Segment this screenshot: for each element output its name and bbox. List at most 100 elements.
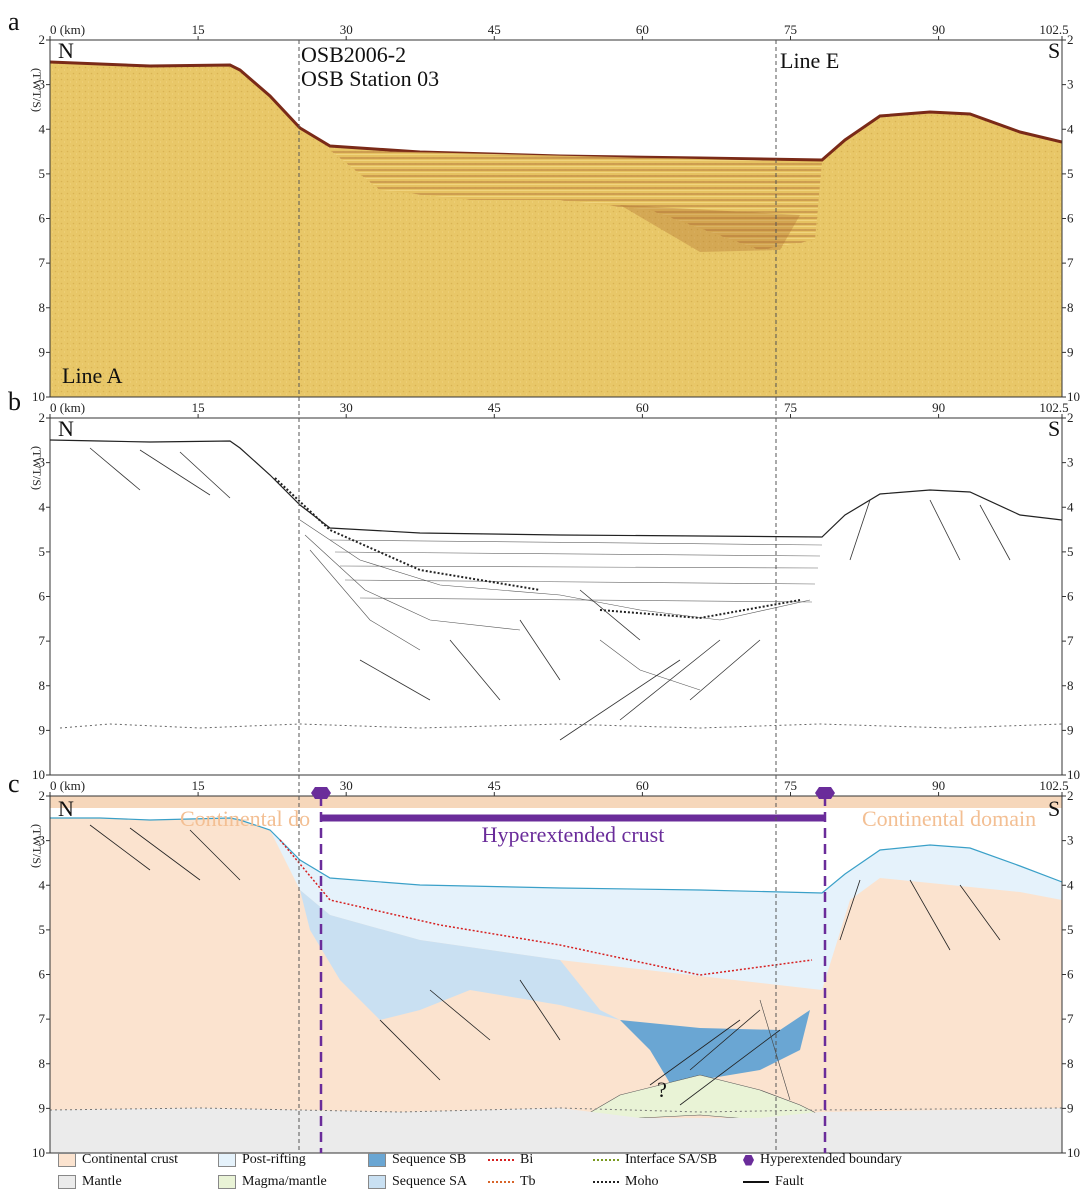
- panel-a-letter: a: [8, 7, 20, 36]
- y-tick-label: 8: [1067, 1056, 1074, 1071]
- y-tick-label: 3: [1067, 77, 1074, 92]
- x-tick-label: 45: [488, 22, 501, 37]
- x-tick-label: 0 (km): [50, 22, 85, 37]
- y-tick-label: 5: [39, 166, 46, 181]
- legend-swatch: [218, 1175, 236, 1189]
- legend-label: Sequence SB: [392, 1152, 467, 1167]
- legend-label: Continental crust: [82, 1152, 179, 1167]
- continental-domain-left: Continental do: [180, 806, 310, 831]
- panel-a: a Line A OSB2006-2 OSB Station 03 Line E: [8, 7, 1063, 398]
- y-axis-unit: (TWT/S): [30, 446, 44, 490]
- x-tick-label: 75: [784, 22, 797, 37]
- x-tick-label: 75: [784, 400, 797, 415]
- x-tick-label: 60: [636, 22, 649, 37]
- site-label-line1: OSB2006-2: [301, 42, 406, 67]
- panel-c: c: [8, 769, 1063, 1154]
- legend-item: Moho: [593, 1174, 658, 1190]
- legend-label: Post-rifting: [242, 1152, 306, 1167]
- x-tick-label: 102.5: [1039, 400, 1068, 415]
- panel-a-north: N: [58, 38, 74, 63]
- y-axis-unit: (TWT/S): [30, 824, 44, 868]
- legend-swatch: [593, 1181, 619, 1183]
- x-tick-label: 90: [932, 22, 945, 37]
- continental-domain-right: Continental domain: [862, 806, 1036, 831]
- y-tick-label: 3: [1067, 455, 1074, 470]
- y-tick-label: 2: [1067, 788, 1074, 803]
- legend-swatch: [593, 1159, 619, 1161]
- y-tick-label: 7: [39, 255, 46, 270]
- legend-item: Post-rifting: [218, 1152, 306, 1168]
- x-tick-label: 102.5: [1039, 22, 1068, 37]
- legend-label: Mantle: [82, 1174, 122, 1189]
- panel-b-north: N: [58, 416, 74, 441]
- legend-item: Hyperextended boundary: [743, 1152, 902, 1168]
- x-tick-label: 30: [340, 400, 353, 415]
- legend-item: Sequence SB: [368, 1152, 466, 1168]
- legend-label: Interface SA/SB: [625, 1152, 718, 1167]
- panel-c-north: N: [58, 796, 74, 821]
- y-tick-label: 5: [1067, 544, 1074, 559]
- y-tick-label: 7: [1067, 633, 1074, 648]
- y-tick-label: 3: [39, 455, 46, 470]
- x-tick-label: 75: [784, 778, 797, 793]
- x-tick-label: 0 (km): [50, 778, 85, 793]
- y-tick-label: 2: [39, 32, 46, 47]
- y-tick-label: 9: [1067, 722, 1074, 737]
- hexagon-icon: [743, 1154, 754, 1166]
- y-tick-label: 9: [1067, 344, 1074, 359]
- legend-item: Fault: [743, 1174, 804, 1190]
- legend-label: Moho: [625, 1174, 659, 1189]
- y-tick-label: 10: [1067, 389, 1080, 404]
- y-tick-label: 6: [39, 967, 46, 982]
- legend-swatch: [58, 1153, 76, 1167]
- x-tick-label: 90: [932, 778, 945, 793]
- y-tick-label: 4: [39, 499, 46, 514]
- panel-b-letter: b: [8, 387, 21, 416]
- hyperextended-boundary-right-icon: [815, 787, 835, 799]
- y-tick-label: 2: [1067, 410, 1074, 425]
- x-tick-label: 102.5: [1039, 778, 1068, 793]
- x-tick-label: 60: [636, 400, 649, 415]
- x-tick-label: 30: [340, 778, 353, 793]
- y-tick-label: 7: [1067, 255, 1074, 270]
- site-label-line2: OSB Station 03: [301, 66, 439, 91]
- hyperextended-crust-label: Hyperextended crust: [482, 822, 665, 847]
- y-tick-label: 3: [39, 833, 46, 848]
- legend-label: Tb: [520, 1174, 536, 1189]
- y-tick-label: 9: [1067, 1100, 1074, 1115]
- x-tick-label: 15: [192, 400, 205, 415]
- legend-item: Tb: [488, 1174, 536, 1190]
- x-tick-label: 0 (km): [50, 400, 85, 415]
- panel-a-south: S: [1048, 38, 1060, 63]
- y-tick-label: 8: [39, 300, 46, 315]
- legend-label: Fault: [775, 1174, 804, 1189]
- y-tick-label: 8: [39, 678, 46, 693]
- y-tick-label: 6: [1067, 211, 1074, 226]
- x-tick-label: 60: [636, 778, 649, 793]
- y-tick-label: 10: [1067, 767, 1080, 782]
- y-tick-label: 9: [39, 722, 46, 737]
- y-tick-label: 5: [39, 922, 46, 937]
- legend-label: Hyperextended boundary: [760, 1152, 902, 1167]
- y-tick-label: 4: [1067, 499, 1074, 514]
- x-tick-label: 30: [340, 22, 353, 37]
- y-tick-label: 4: [39, 877, 46, 892]
- y-tick-label: 10: [32, 767, 45, 782]
- x-tick-label: 15: [192, 22, 205, 37]
- y-tick-label: 2: [39, 788, 46, 803]
- y-tick-label: 8: [1067, 678, 1074, 693]
- y-tick-label: 3: [1067, 833, 1074, 848]
- y-tick-label: 8: [1067, 300, 1074, 315]
- x-tick-label: 15: [192, 778, 205, 793]
- y-tick-label: 10: [1067, 1145, 1080, 1160]
- y-tick-label: 6: [1067, 967, 1074, 982]
- legend-swatch: [58, 1175, 76, 1189]
- panel-b: b N S: [8, 387, 1063, 776]
- y-tick-label: 10: [32, 389, 45, 404]
- y-tick-label: 9: [39, 344, 46, 359]
- y-tick-label: 7: [39, 633, 46, 648]
- panel-c-south: S: [1048, 796, 1060, 821]
- panel-c-letter: c: [8, 769, 20, 798]
